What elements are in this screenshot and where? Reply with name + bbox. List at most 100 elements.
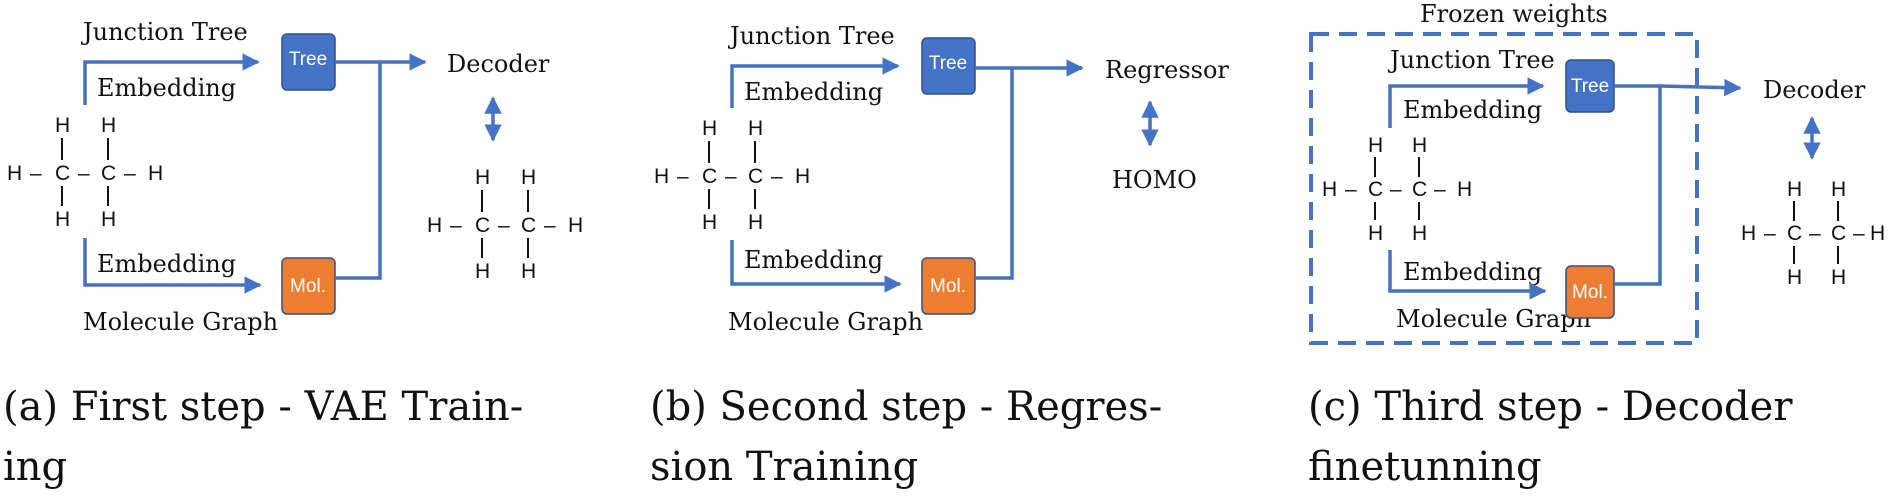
atom-h: H [654, 165, 669, 188]
atom-h: H [521, 260, 536, 283]
atom-c: C [748, 165, 763, 188]
panel-c: Frozen weights Junction Tree Embedding T… [1308, 0, 1885, 490]
tree-box-label: Tree [929, 53, 967, 74]
bond-single: – [78, 162, 90, 185]
atom-h: H [7, 162, 22, 185]
atom-h: H [1412, 134, 1427, 157]
atom-c: C [702, 165, 717, 188]
merge-connector [975, 66, 1014, 280]
mol-embedding-label: Embedding [744, 246, 883, 274]
bond-single: – [771, 165, 783, 188]
caption-line-2: sion Training [650, 444, 918, 490]
atom-h: H [568, 214, 583, 237]
atom-h: H [1412, 222, 1427, 245]
molecule-graph-label: Molecule Graph [1396, 305, 1591, 333]
caption-line-1: (c) Third step - Decoder [1308, 384, 1793, 430]
input-molecule: H – C – C – H H H H H [1322, 134, 1472, 245]
input-molecule: H – C – C – H H H H H [654, 117, 810, 234]
atom-h: H [1457, 178, 1472, 201]
mol-box [1565, 265, 1615, 319]
atom-h: H [1787, 178, 1802, 201]
bond-single: – [124, 162, 136, 185]
atom-h: H [748, 117, 763, 140]
tree-embedding-arrow [83, 53, 260, 105]
mol-box [921, 257, 976, 315]
frozen-weights-label: Frozen weights [1420, 0, 1608, 28]
atom-h: H [1322, 178, 1337, 201]
caption-line-1: (a) First step - VAE Train- [3, 384, 523, 430]
caption-line-2: ing [3, 444, 67, 490]
atom-h: H [101, 114, 116, 137]
mol-box [281, 257, 336, 315]
bond-single: – [1345, 178, 1357, 201]
atom-h: H [1787, 266, 1802, 289]
atom-h: H [702, 211, 717, 234]
mol-box-label: Mol. [290, 276, 326, 297]
tree-embedding-arrow [1388, 77, 1545, 128]
mol-embedding-arrow [83, 238, 262, 294]
junction-tree-label: Junction Tree [727, 22, 895, 50]
bond-single: – [1764, 222, 1776, 245]
bond-single: – [1390, 178, 1402, 201]
molecule-graph-label: Molecule Graph [728, 308, 923, 336]
atom-c: C [55, 162, 70, 185]
mol-embedding-arrow [730, 240, 902, 293]
bond-single: – [1434, 178, 1446, 201]
atom-h: H [475, 166, 490, 189]
atom-h: H [101, 208, 116, 231]
mol-box-label: Mol. [1572, 282, 1608, 303]
frozen-weights-box [1309, 32, 1699, 345]
output-molecule: H – C – C – H H H H H [1741, 178, 1885, 289]
mol-embedding-label: Embedding [1403, 258, 1542, 286]
tree-box-label: Tree [1571, 76, 1609, 97]
molecule-graph-label: Molecule Graph [83, 308, 278, 336]
atom-h: H [795, 165, 810, 188]
junction-tree-label: Junction Tree [80, 18, 248, 46]
panel-a: Junction Tree Embedding Tree H – C – C –… [3, 18, 583, 490]
atom-h: H [748, 211, 763, 234]
tree-embedding-label: Embedding [744, 78, 883, 106]
bond-single: – [1809, 222, 1821, 245]
mol-box-label: Mol. [930, 276, 966, 297]
bond-single: – [725, 165, 737, 188]
bond-single: – [544, 214, 556, 237]
atom-c: C [1787, 222, 1802, 245]
atom-c: C [475, 214, 490, 237]
atom-h: H [1741, 222, 1756, 245]
decoder-label: Decoder [1763, 76, 1866, 104]
atom-h: H [702, 117, 717, 140]
decoder-label: Decoder [447, 50, 550, 78]
atom-c: C [101, 162, 116, 185]
merge-connector [1614, 84, 1662, 286]
mol-embedding-arrow [1388, 250, 1547, 300]
output-molecule: H – C – C – H H H H H [427, 166, 583, 283]
junction-tree-label: Junction Tree [1387, 46, 1555, 74]
tree-box-label: Tree [289, 49, 327, 70]
tree-embedding-arrow [730, 57, 900, 108]
merge-connector [335, 60, 382, 280]
bond-single: – [1853, 222, 1865, 245]
atom-h: H [55, 208, 70, 231]
atom-h: H [55, 114, 70, 137]
bond-single: – [30, 162, 42, 185]
bond-single: – [498, 214, 510, 237]
bond-single: – [677, 165, 689, 188]
tree-box [921, 37, 976, 95]
atom-h: H [148, 162, 163, 185]
atom-h: H [1831, 178, 1846, 201]
input-molecule: H – C – C – H H H H H [7, 114, 163, 231]
atom-h: H [521, 166, 536, 189]
panel-b: Junction Tree Embedding Tree H – C – C –… [650, 22, 1229, 490]
atom-h: H [1831, 266, 1846, 289]
atom-h: H [1368, 134, 1383, 157]
atom-h: H [475, 260, 490, 283]
atom-c: C [521, 214, 536, 237]
caption-line-2: finetunning [1308, 444, 1542, 490]
tree-embedding-label: Embedding [97, 74, 236, 102]
bond-single: – [450, 214, 462, 237]
atom-h: H [1368, 222, 1383, 245]
atom-c: C [1831, 222, 1846, 245]
caption-line-1: (b) Second step - Regres- [650, 384, 1162, 430]
output-arrow [1659, 78, 1742, 97]
